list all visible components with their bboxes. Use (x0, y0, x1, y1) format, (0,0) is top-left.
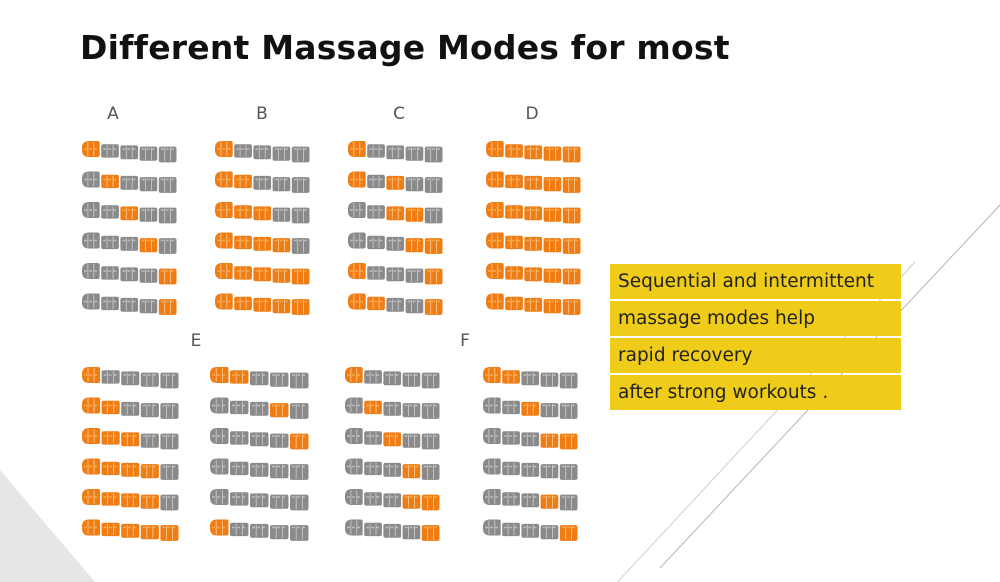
leg-sleeve (82, 232, 177, 254)
leg-sleeve (348, 293, 443, 315)
mode-label-a: A (107, 104, 119, 124)
leg-sleeve (210, 397, 309, 419)
caption-line: rapid recovery (610, 338, 901, 373)
leg-sleeve (215, 263, 310, 285)
leg-sleeve (345, 367, 440, 389)
leg-sleeve (82, 263, 177, 285)
leg-sleeve (210, 458, 309, 480)
leg-sleeve (82, 458, 179, 480)
page-title: Different Massage Modes for most (80, 28, 730, 67)
mode-a-column (82, 141, 177, 315)
leg-sleeve (348, 171, 443, 193)
mode-e-left-column (82, 367, 179, 541)
leg-sleeve (348, 263, 443, 285)
leg-sleeve (82, 489, 179, 511)
mode-b-column (215, 141, 310, 315)
mode-f-right-column (483, 367, 578, 541)
mode-label-b: B (256, 104, 268, 124)
leg-sleeve (483, 367, 578, 389)
leg-sleeve (486, 263, 581, 285)
leg-sleeve (486, 293, 581, 315)
mode-d-column (486, 141, 581, 315)
leg-sleeve (215, 202, 310, 224)
leg-sleeve (486, 232, 581, 254)
leg-sleeve (215, 232, 310, 254)
mode-f-left-column (345, 367, 440, 541)
leg-sleeve (210, 489, 309, 511)
mode-label-e: E (190, 331, 202, 351)
leg-sleeve (82, 171, 177, 193)
leg-sleeve (345, 458, 440, 480)
leg-sleeve (483, 428, 578, 450)
leg-sleeve (210, 428, 309, 450)
mode-label-f: F (460, 331, 470, 351)
leg-sleeve (483, 519, 578, 541)
leg-sleeve (345, 397, 440, 419)
caption-line: massage modes help (610, 301, 901, 336)
leg-sleeve (483, 489, 578, 511)
leg-sleeve (215, 171, 310, 193)
leg-sleeve (82, 141, 177, 163)
leg-sleeve (82, 428, 179, 450)
leg-sleeve (210, 367, 309, 389)
leg-sleeve (486, 202, 581, 224)
leg-sleeve (345, 519, 440, 541)
caption-box: Sequential and intermittent massage mode… (610, 264, 901, 412)
mode-label-d: D (525, 104, 539, 124)
leg-sleeve (210, 519, 309, 541)
caption-line: Sequential and intermittent (610, 264, 901, 299)
leg-sleeve (215, 141, 310, 163)
leg-sleeve (348, 202, 443, 224)
leg-sleeve (82, 397, 179, 419)
leg-sleeve (483, 397, 578, 419)
leg-sleeve (215, 293, 310, 315)
mode-label-c: C (393, 104, 405, 124)
leg-sleeve (82, 519, 179, 541)
leg-sleeve (486, 141, 581, 163)
leg-sleeve (483, 458, 578, 480)
leg-sleeve (345, 489, 440, 511)
leg-sleeve (348, 141, 443, 163)
mode-c-column (348, 141, 443, 315)
leg-sleeve (82, 367, 179, 389)
caption-line: after strong workouts . (610, 375, 901, 410)
leg-sleeve (82, 293, 177, 315)
leg-sleeve (345, 428, 440, 450)
mode-e-right-column (210, 367, 309, 541)
leg-sleeve (348, 232, 443, 254)
leg-sleeve (82, 202, 177, 224)
leg-sleeve (486, 171, 581, 193)
